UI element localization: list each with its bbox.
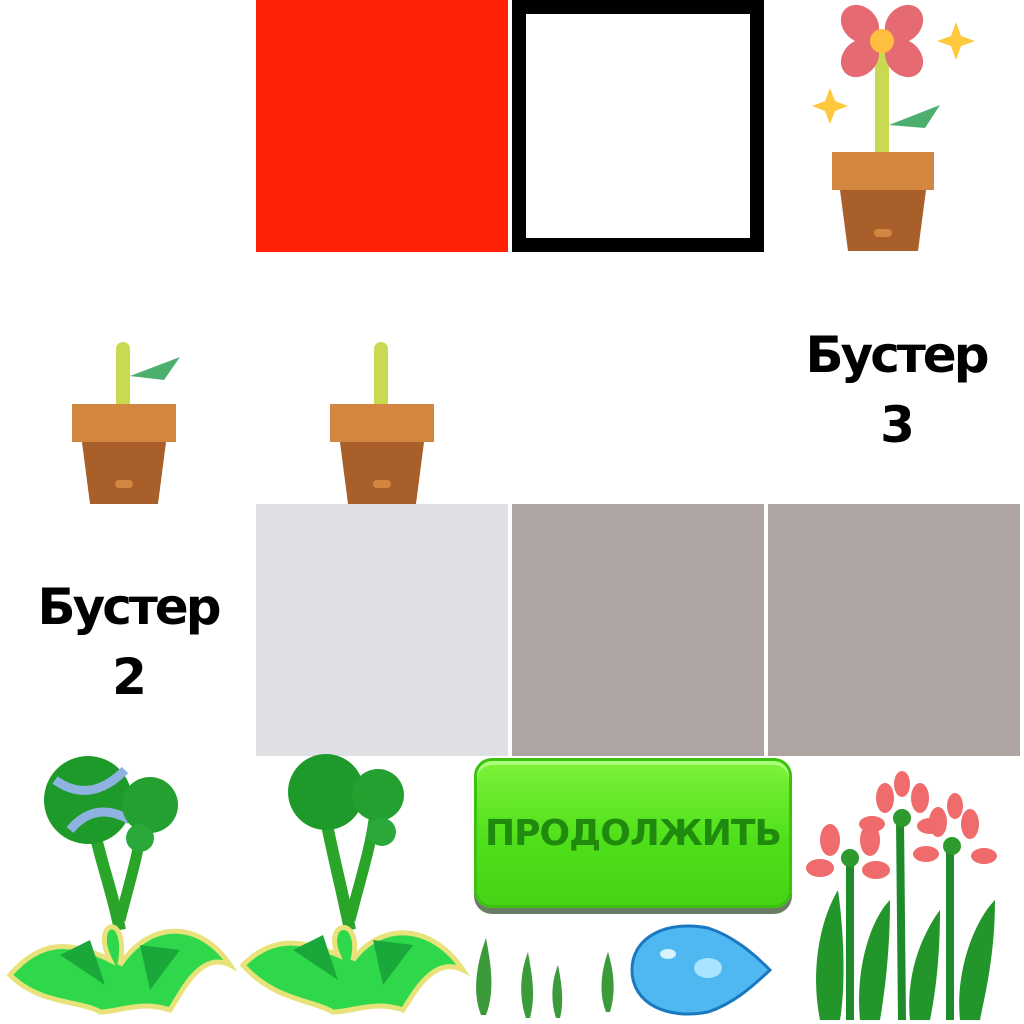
continue-button[interactable]: ПРОДОЛЖИТЬ [474, 758, 792, 908]
continue-button-label: ПРОДОЛЖИТЬ [485, 812, 782, 854]
booster-word: Бустер [37, 578, 221, 636]
booster-3-label: Бустер 3 [768, 320, 1024, 460]
booster-number: 2 [112, 648, 147, 706]
empty-frame-tile [512, 0, 764, 252]
flower-pot-icon [812, 4, 975, 251]
booster-word: Бустер [805, 326, 989, 384]
stone-tile [512, 504, 764, 756]
bean-sprout-icon [6, 756, 238, 1015]
booster-2-label: Бустер 2 [0, 572, 256, 712]
sprout-pot-icon [330, 342, 434, 504]
red-flowers-icon [806, 771, 997, 1021]
grass-blades-icon [476, 938, 614, 1018]
water-drop-icon [630, 924, 773, 1016]
light-ground-tile [256, 504, 508, 756]
sprout-pot-icon [72, 342, 180, 504]
booster-number: 3 [880, 396, 915, 454]
red-tile [256, 0, 508, 252]
stone-tile [768, 504, 1020, 756]
bean-sprout-icon [239, 754, 471, 1015]
